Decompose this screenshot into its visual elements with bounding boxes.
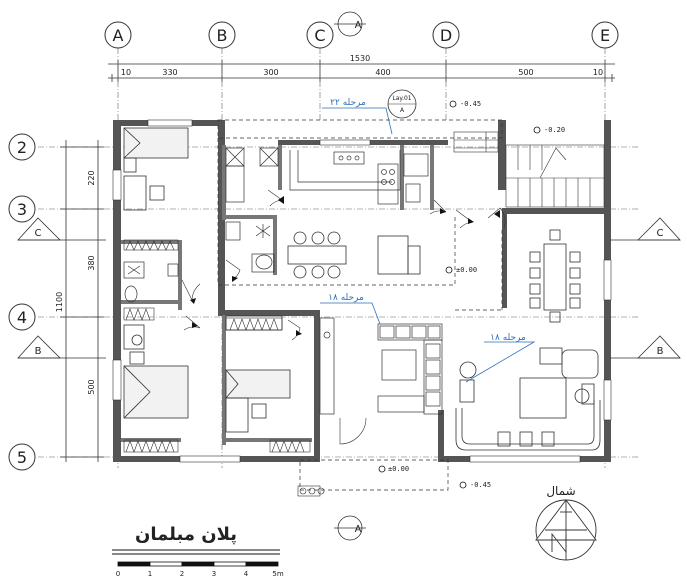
dim-left-total: 1100 <box>55 292 64 312</box>
grid-bubbles <box>8 21 619 471</box>
section-markers <box>17 11 681 541</box>
grid-row-5: 5 <box>17 448 27 467</box>
section-left-upper-label: C <box>35 228 42 239</box>
grid-row-3: 3 <box>17 200 27 219</box>
closets <box>123 239 311 453</box>
grid-col-e: E <box>600 26 610 45</box>
grid-col-d: D <box>440 26 452 45</box>
annotation-leaders <box>320 107 536 383</box>
level-stair-landing: -0.20 <box>544 126 565 134</box>
level-entry: ±0.00 <box>388 465 409 473</box>
dim-top-3: 300 <box>263 68 278 77</box>
dashed-outlines <box>217 119 503 491</box>
dim-left-3: 500 <box>87 379 96 394</box>
bedroom-bottom-left <box>123 324 189 419</box>
left-dimensions <box>60 140 104 462</box>
bathrooms <box>123 221 275 303</box>
reception-sofa-set <box>455 347 601 451</box>
kitchen-dining-table <box>287 231 421 279</box>
grid-col-c: C <box>314 26 325 45</box>
section-right-upper-label: C <box>657 228 664 239</box>
entry-steps <box>297 485 325 497</box>
scale-1: 1 <box>148 570 152 578</box>
scale-bar <box>117 561 279 567</box>
section-bottom-label: A <box>355 524 362 535</box>
windows <box>112 119 612 463</box>
layout-ref-bubble <box>387 89 417 119</box>
grid-row-2: 2 <box>17 138 27 157</box>
scale-0: 0 <box>116 570 120 578</box>
section-right-lower-label: B <box>657 346 664 357</box>
stairs <box>453 131 605 208</box>
grid-col-a: A <box>113 26 124 45</box>
layout-ref-sub: A <box>400 107 405 114</box>
dim-top-6: 10 <box>593 68 603 77</box>
note-step18b: مرحله ۱۸ <box>490 333 526 343</box>
bedroom-top-left <box>123 127 189 211</box>
note-step18a: مرحله ۱۸ <box>328 293 364 303</box>
grid-row-4: 4 <box>17 308 27 327</box>
level-hall: ±0.00 <box>456 266 477 274</box>
title-underline <box>112 549 280 555</box>
bedroom-middle <box>225 315 291 433</box>
dim-top-4: 400 <box>375 68 390 77</box>
scale-2: 2 <box>180 570 184 578</box>
level-bottom-right: -0.45 <box>470 481 491 489</box>
door-markers <box>190 196 500 336</box>
dining-room-table <box>529 229 581 323</box>
dim-left-1: 220 <box>87 170 96 185</box>
level-top-stair: -0.45 <box>460 100 481 108</box>
grid-col-b: B <box>217 26 228 45</box>
dim-total: 1530 <box>350 54 370 63</box>
kitchen <box>225 147 429 205</box>
dim-top-2: 330 <box>162 68 177 77</box>
scale-3: 3 <box>212 570 216 578</box>
scale-5: 5m <box>272 570 283 578</box>
section-left-lower-label: B <box>35 346 42 357</box>
level-markers <box>378 100 541 489</box>
plan-title: پلان مبلمان <box>135 524 237 545</box>
dim-left-2: 380 <box>87 255 96 270</box>
dim-top-5: 500 <box>518 68 533 77</box>
top-dimensions <box>108 60 615 82</box>
interior-walls <box>121 145 434 445</box>
living-sofa-set <box>319 317 443 415</box>
north-arrow <box>535 499 597 561</box>
section-top-label: A <box>355 20 362 31</box>
note-step22: مرحله ۲۲ <box>330 98 366 108</box>
layout-ref-text: Lay.01 <box>392 95 411 102</box>
scale-4: 4 <box>244 570 249 578</box>
dim-top-1: 10 <box>121 68 131 77</box>
north-label: شمال <box>546 484 575 498</box>
